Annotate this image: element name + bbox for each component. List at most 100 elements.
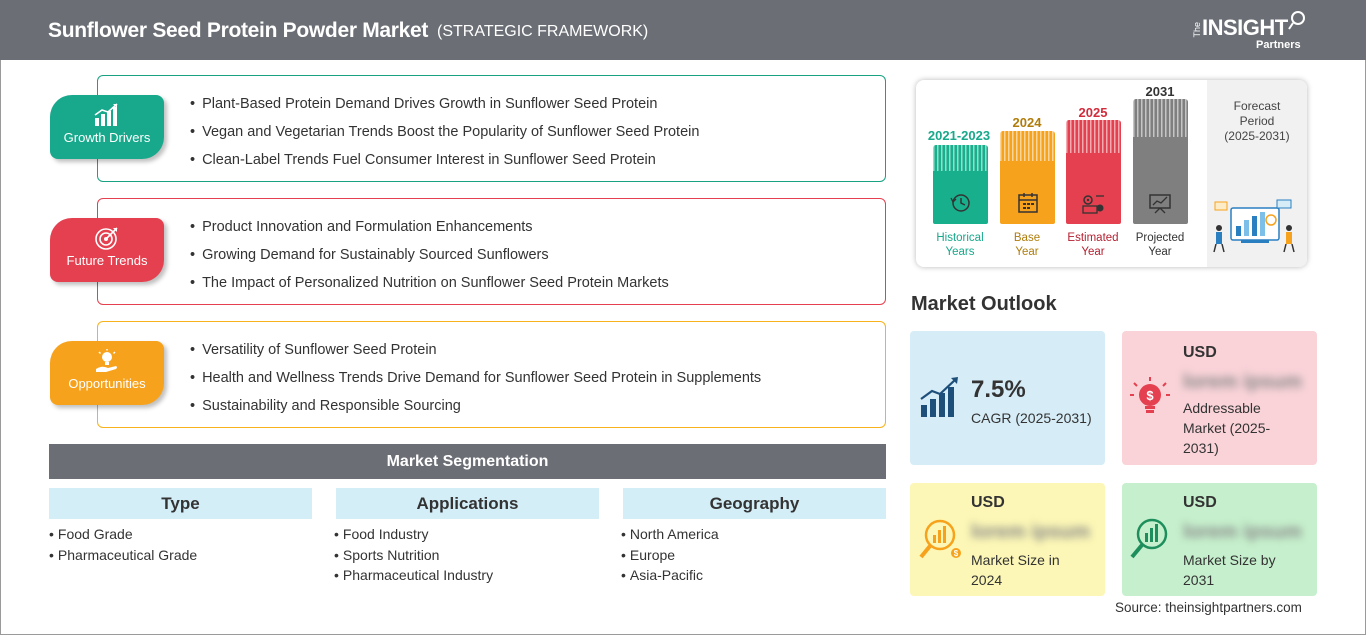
timeline-bar-projected — [1133, 99, 1188, 224]
estimate-gears-icon — [1082, 195, 1104, 214]
list-item: Plant-Based Protein Demand Drives Growth… — [190, 95, 699, 123]
market-segmentation-heading: Market Segmentation — [49, 444, 886, 479]
cagr-card: 7.5% CAGR (2025-2031) — [910, 331, 1105, 465]
addressable-value-redacted: lorem ipsum — [1183, 371, 1302, 393]
size-2024-value-redacted: lorem ipsum — [971, 521, 1090, 543]
forecast-line: Forecast — [1233, 99, 1281, 113]
timeline-label-historical: Historical Years — [925, 231, 995, 259]
growth-drivers-label: Growth Drivers — [63, 130, 151, 145]
opportunities-list: Versatility of Sunflower Seed Protein He… — [190, 341, 761, 425]
list-item: Growing Demand for Sustainably Sourced S… — [190, 246, 669, 274]
magnifier-chart-icon: $ — [919, 519, 961, 559]
list-item: Asia-Pacific — [621, 567, 719, 588]
segment-type-heading: Type — [49, 488, 312, 519]
market-outlook-heading: Market Outlook — [911, 293, 1057, 315]
target-icon — [95, 227, 118, 250]
growth-drivers-tag: Growth Drivers — [50, 95, 164, 159]
timeline-label-line: Projected — [1135, 232, 1185, 244]
dollar-bulb-icon: $ — [1130, 377, 1170, 413]
timeline-year-historical: 2021-2023 — [927, 128, 991, 143]
timeline-bar-estimated — [1066, 120, 1121, 224]
opportunities-label: Opportunities — [68, 376, 146, 391]
growth-drivers-list: Plant-Based Protein Demand Drives Growth… — [190, 95, 699, 179]
history-clock-icon — [950, 194, 970, 212]
size-2031-label-line: Market Size by — [1183, 552, 1276, 568]
bar-chart-growth-icon — [94, 103, 118, 126]
addressable-label: Addressable Market (2025- 2031) — [1183, 398, 1270, 458]
size-2024-currency: USD — [971, 494, 1005, 511]
market-size-2031-card: USD lorem ipsum Market Size by 2031 — [1122, 483, 1317, 596]
segment-geography-heading: Geography — [623, 488, 886, 519]
timeline-year-base: 2024 — [1012, 115, 1042, 130]
logo-magnifier-icon — [1288, 11, 1305, 30]
timeline-label-base: Base Year — [992, 231, 1062, 259]
svg-text:$: $ — [954, 549, 959, 558]
list-item: Vegan and Vegetarian Trends Boost the Po… — [190, 123, 699, 151]
opportunities-tag: Opportunities — [50, 341, 164, 405]
opportunities-panel: Versatility of Sunflower Seed Protein He… — [97, 321, 886, 428]
calendar-icon — [1018, 193, 1038, 213]
size-2024-label-line: 2024 — [971, 572, 1003, 588]
future-trends-label: Future Trends — [66, 253, 148, 268]
svg-text:$: $ — [1146, 388, 1154, 403]
segment-geography-list: North America Europe Asia-Pacific — [621, 526, 719, 588]
segment-applications-list: Food Industry Sports Nutrition Pharmaceu… — [334, 526, 493, 588]
timeline-label-projected: Projected Year — [1125, 231, 1195, 259]
source-citation: Source: theinsightpartners.com — [1115, 600, 1302, 615]
list-item: Europe — [621, 547, 719, 568]
rising-bar-chart-icon — [920, 377, 958, 417]
timeline-label-line: Year — [1081, 246, 1105, 258]
size-2031-value-redacted: lorem ipsum — [1183, 521, 1302, 543]
cagr-value: 7.5% — [971, 376, 1026, 403]
timeline-label-line: Year — [1148, 246, 1172, 258]
size-2031-label: Market Size by 2031 — [1183, 550, 1276, 590]
addressable-market-card: $ USD lorem ipsum Addressable Market (20… — [1122, 331, 1317, 465]
page-subtitle: (STRATEGIC FRAMEWORK) — [437, 23, 649, 40]
logo-insight-text: INSIGHT — [1202, 15, 1288, 40]
page-title: Sunflower Seed Protein Powder Market — [48, 19, 429, 42]
timeline-label-estimated: Estimated Year — [1058, 231, 1128, 259]
segment-type-list: Food Grade Pharmaceutical Grade — [49, 526, 197, 567]
list-item: Versatility of Sunflower Seed Protein — [190, 341, 761, 369]
timeline-label-line: Year — [1015, 246, 1039, 258]
list-item: Pharmaceutical Industry — [334, 567, 493, 588]
forecast-line: Period — [1239, 114, 1275, 128]
size-2024-label-line: Market Size in — [971, 552, 1060, 568]
insight-partners-logo[interactable]: The INSIGHT Partners — [1192, 10, 1312, 54]
timeline-label-line: Estimated — [1067, 232, 1119, 244]
list-item: Pharmaceutical Grade — [49, 547, 197, 568]
forecast-line: (2025-2031) — [1224, 129, 1290, 143]
list-item: Sports Nutrition — [334, 547, 493, 568]
segment-applications-heading: Applications — [336, 488, 599, 519]
growth-drivers-panel: Plant-Based Protein Demand Drives Growth… — [97, 75, 886, 182]
list-item: Health and Wellness Trends Drive Demand … — [190, 369, 761, 397]
addressable-currency: USD — [1183, 344, 1217, 361]
future-trends-panel: Product Innovation and Formulation Enhan… — [97, 198, 886, 305]
analytics-people-illustration-icon — [1213, 199, 1295, 253]
cagr-label: CAGR (2025-2031) — [971, 410, 1092, 426]
size-2031-currency: USD — [1183, 494, 1217, 511]
list-item: Sustainability and Responsible Sourcing — [190, 397, 761, 425]
list-item: North America — [621, 526, 719, 547]
forecast-period-label: Forecast Period (2025-2031) — [1212, 99, 1302, 144]
timeline-label-line: Historical — [936, 232, 984, 244]
list-item: Clean-Label Trends Fuel Consumer Interes… — [190, 151, 699, 179]
market-size-2024-card: $ USD lorem ipsum Market Size in 2024 — [910, 483, 1105, 596]
addressable-label-line: 2031) — [1183, 440, 1219, 456]
magnifier-bars-icon — [1130, 518, 1168, 559]
addressable-label-line: Market (2025- — [1183, 420, 1271, 436]
list-item: Product Innovation and Formulation Enhan… — [190, 218, 669, 246]
future-trends-list: Product Innovation and Formulation Enhan… — [190, 218, 669, 302]
logo-partners-text: Partners — [1256, 39, 1301, 51]
size-2031-label-line: 2031 — [1183, 572, 1215, 588]
timeline-label-line: Base — [1013, 232, 1041, 244]
list-item: Food Industry — [334, 526, 493, 547]
list-item: The Impact of Personalized Nutrition on … — [190, 274, 669, 302]
future-trends-tag: Future Trends — [50, 218, 164, 282]
lightbulb-hand-icon — [96, 349, 117, 372]
addressable-label-line: Addressable — [1183, 400, 1261, 416]
presentation-board-icon — [1149, 194, 1171, 214]
size-2024-label: Market Size in 2024 — [971, 550, 1060, 590]
timeline-year-estimated: 2025 — [1078, 105, 1108, 120]
timeline-year-projected: 2031 — [1145, 84, 1175, 99]
